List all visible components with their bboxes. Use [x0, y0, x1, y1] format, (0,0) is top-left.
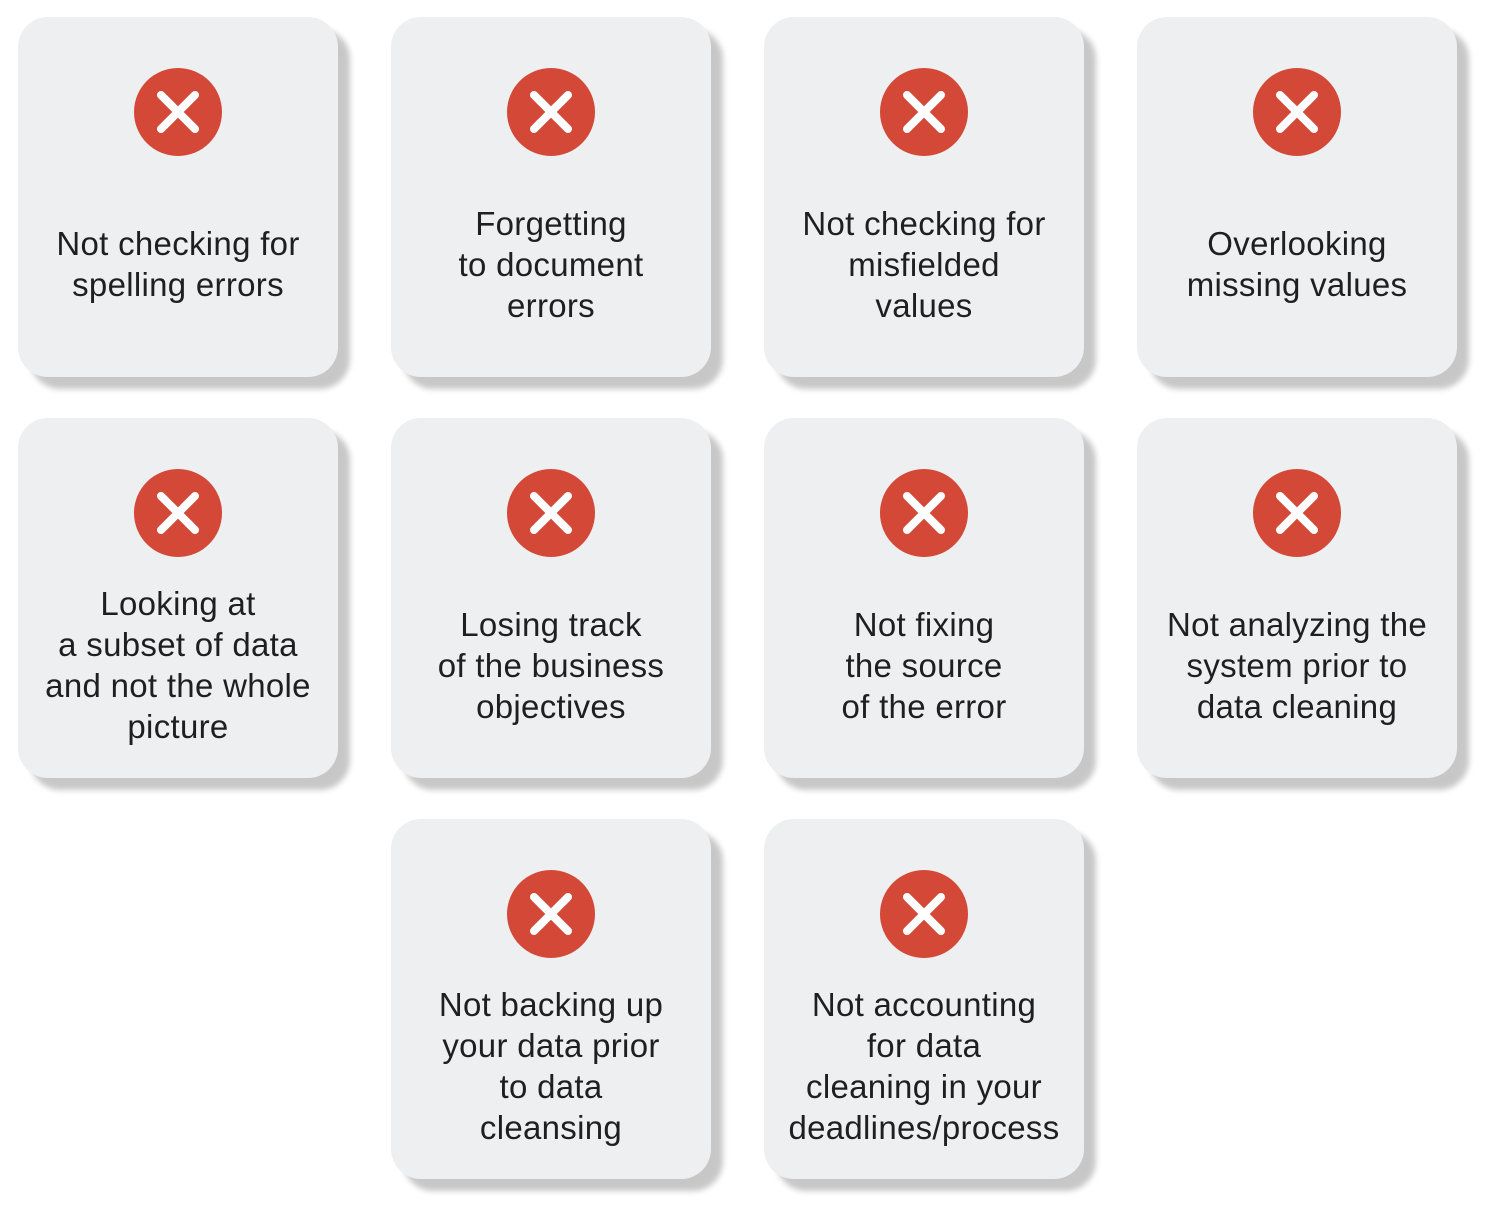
card-label: Losing track of the business objectives	[437, 605, 665, 725]
close-circle-icon	[134, 68, 222, 156]
close-circle-icon	[1253, 68, 1341, 156]
card-label: Not fixing the source of the error	[841, 605, 1007, 725]
card-label: Not checking for misfielded values	[802, 204, 1046, 324]
card-source-of-error: Not fixing the source of the error	[764, 418, 1084, 778]
card-label: Not analyzing the system prior to data c…	[1166, 605, 1428, 725]
close-circle-icon	[507, 469, 595, 557]
card-business-objectives: Losing track of the business objectives	[391, 418, 711, 778]
card-missing-values: Overlooking missing values	[1137, 17, 1457, 377]
close-circle-icon	[507, 68, 595, 156]
close-circle-icon	[1253, 469, 1341, 557]
card-analyzing-system: Not analyzing the system prior to data c…	[1137, 418, 1457, 778]
close-circle-icon	[880, 68, 968, 156]
close-circle-icon	[880, 469, 968, 557]
card-subset-of-data: Looking at a subset of data and not the …	[18, 418, 338, 778]
card-label: Not backing up your data prior to data c…	[438, 986, 664, 1146]
card-label: Not checking for spelling errors	[56, 225, 300, 303]
card-misfielded-values: Not checking for misfielded values	[764, 17, 1084, 377]
card-label: Forgetting to document errors	[458, 204, 644, 324]
card-document-errors: Forgetting to document errors	[391, 17, 711, 377]
close-circle-icon	[880, 870, 968, 958]
card-deadlines-process: Not accounting for data cleaning in your…	[764, 819, 1084, 1179]
card-label: Not accounting for data cleaning in your…	[788, 986, 1060, 1146]
close-circle-icon	[134, 469, 222, 557]
card-spelling-errors: Not checking for spelling errors	[18, 17, 338, 377]
card-label: Looking at a subset of data and not the …	[45, 585, 311, 745]
close-circle-icon	[507, 870, 595, 958]
card-label: Overlooking missing values	[1186, 225, 1408, 303]
card-backing-up-data: Not backing up your data prior to data c…	[391, 819, 711, 1179]
